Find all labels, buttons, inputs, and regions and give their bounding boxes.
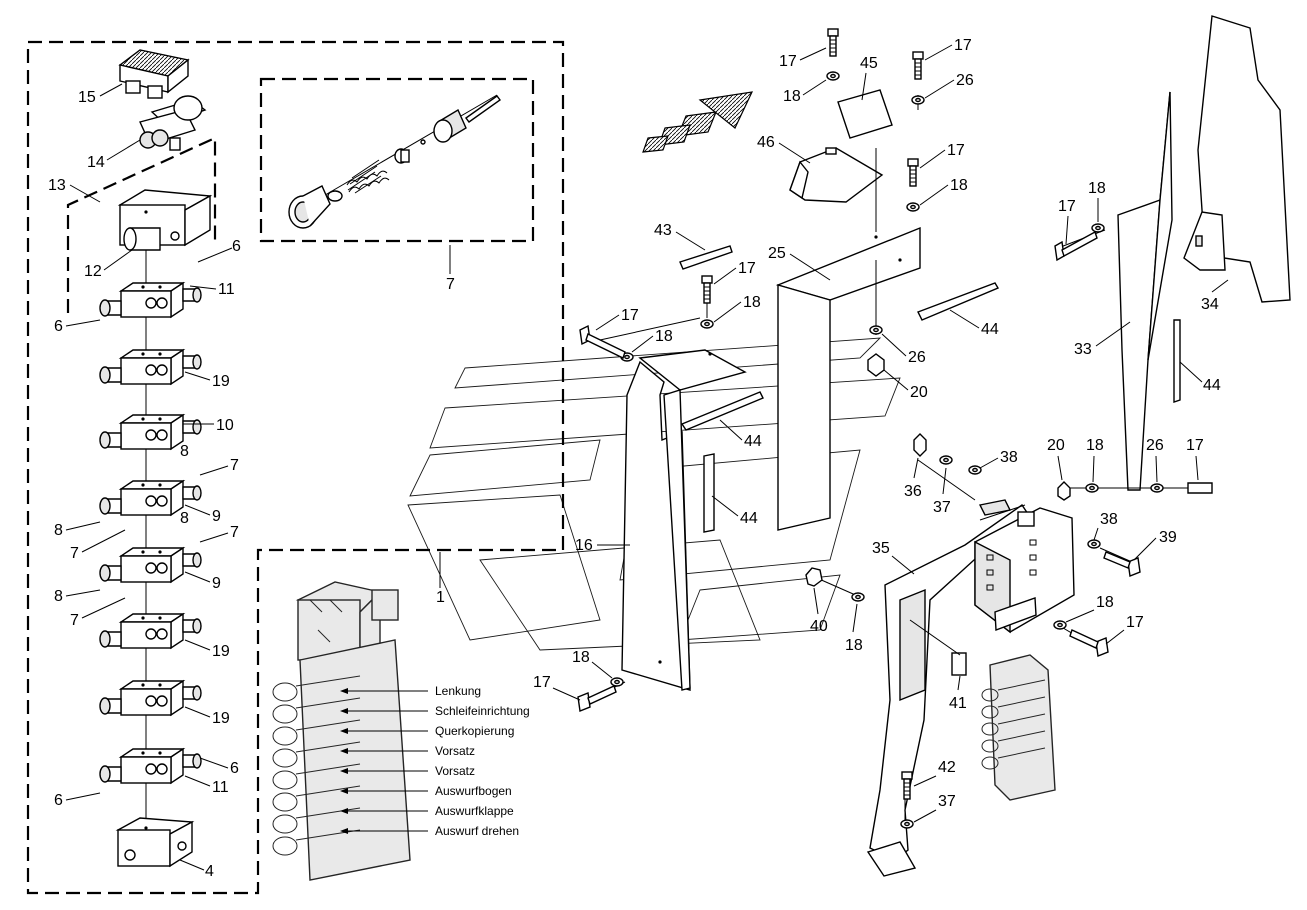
callout: 17 <box>779 53 797 70</box>
callout: 26 <box>908 349 926 366</box>
callout: 17 <box>947 142 965 159</box>
callout: 44 <box>1203 377 1221 394</box>
callout: 9 <box>212 575 221 592</box>
callout: 14 <box>87 154 105 171</box>
callout: 4 <box>205 863 214 880</box>
valve-label-querkopierung: Querkopierung <box>435 724 514 738</box>
callout: 18 <box>572 649 590 666</box>
callout: 18 <box>655 328 673 345</box>
callout: 19 <box>212 710 230 727</box>
valve-label-arrows <box>340 688 428 834</box>
callout: 7 <box>230 524 239 541</box>
callout: 34 <box>1201 296 1219 313</box>
callout: 13 <box>48 177 66 194</box>
callout: 18 <box>783 88 801 105</box>
callout: 17 <box>738 260 756 277</box>
callout: 18 <box>1096 594 1114 611</box>
callout: 17 <box>621 307 639 324</box>
valve-label-auswurf-drehen: Auswurf drehen <box>435 824 519 838</box>
callout: 15 <box>78 89 96 106</box>
callout: 33 <box>1074 341 1092 358</box>
callout: 7 <box>446 276 455 293</box>
callout: 39 <box>1159 529 1177 546</box>
callout: 8 <box>54 522 63 539</box>
callout: 18 <box>845 637 863 654</box>
callout: 7 <box>230 457 239 474</box>
callout: 1 <box>436 589 445 606</box>
callout: 37 <box>933 499 951 516</box>
callout: 42 <box>938 759 956 776</box>
callout: 44 <box>740 510 758 527</box>
callout: 20 <box>1047 437 1065 454</box>
callout: 36 <box>904 483 922 500</box>
callout: 8 <box>54 588 63 605</box>
callout: 18 <box>1088 180 1106 197</box>
end-block-part-4 <box>115 817 195 868</box>
valve-block-illustration <box>272 581 411 881</box>
callout: 17 <box>1186 437 1204 454</box>
callout: 18 <box>1086 437 1104 454</box>
callout: 44 <box>981 321 999 338</box>
callout: 41 <box>949 695 967 712</box>
callout: 6 <box>230 760 239 777</box>
callout: 20 <box>910 384 928 401</box>
callout: 10 <box>216 417 234 434</box>
callout: 9 <box>212 508 221 525</box>
callout: 6 <box>54 318 63 335</box>
valve-label-lenkung: Lenkung <box>435 684 481 698</box>
detail-check-valve <box>288 94 501 229</box>
callout: 6 <box>232 238 241 255</box>
direction-arrow-icon <box>642 91 754 153</box>
callout: 11 <box>212 779 229 796</box>
callout: 8 <box>180 510 189 527</box>
callout: 17 <box>1058 198 1076 215</box>
callout: 6 <box>54 792 63 809</box>
valve-block-part-12 <box>117 189 213 251</box>
callout: 40 <box>810 618 828 635</box>
callout: 43 <box>654 222 672 239</box>
callout: 12 <box>84 263 102 280</box>
callout: 16 <box>575 537 593 554</box>
callout: 45 <box>860 55 878 72</box>
callout: 38 <box>1100 511 1118 528</box>
callout: 35 <box>872 540 890 557</box>
callout: 18 <box>743 294 761 311</box>
solenoid-part-14 <box>139 95 207 151</box>
callout: 17 <box>954 37 972 54</box>
callout: 19 <box>212 373 230 390</box>
valve-label-auswurfklappe: Auswurfklappe <box>435 804 514 818</box>
sheet-metal-parts <box>577 15 1291 877</box>
valve-stack <box>99 49 213 868</box>
assembly-boundary <box>26 40 565 895</box>
callout-numbers: 15 14 13 12 6 11 6 19 10 8 7 9 8 7 8 7 9… <box>48 37 1229 880</box>
callout: 8 <box>180 443 189 460</box>
callout: 17 <box>533 674 551 691</box>
callout: 7 <box>70 612 79 629</box>
callout: 17 <box>1126 614 1144 631</box>
connector-part-15 <box>118 49 190 99</box>
callout: 44 <box>744 433 762 450</box>
callout: 38 <box>1000 449 1018 466</box>
valve-function-labels: Lenkung Schleifeinrichtung Querkopierung… <box>435 684 530 838</box>
callout: 7 <box>70 545 79 562</box>
valve-label-schleifeinrichtung: Schleifeinrichtung <box>435 704 530 718</box>
callout: 26 <box>956 72 974 89</box>
valve-label-auswurfbogen: Auswurfbogen <box>435 784 512 798</box>
callout: 18 <box>950 177 968 194</box>
valve-label-vorsatz-2: Vorsatz <box>435 764 475 778</box>
callout: 37 <box>938 793 956 810</box>
callout: 19 <box>212 643 230 660</box>
callout: 46 <box>757 134 775 151</box>
callout: 11 <box>218 281 235 298</box>
valve-label-vorsatz-1: Vorsatz <box>435 744 475 758</box>
callout: 25 <box>768 245 786 262</box>
callout: 26 <box>1146 437 1164 454</box>
